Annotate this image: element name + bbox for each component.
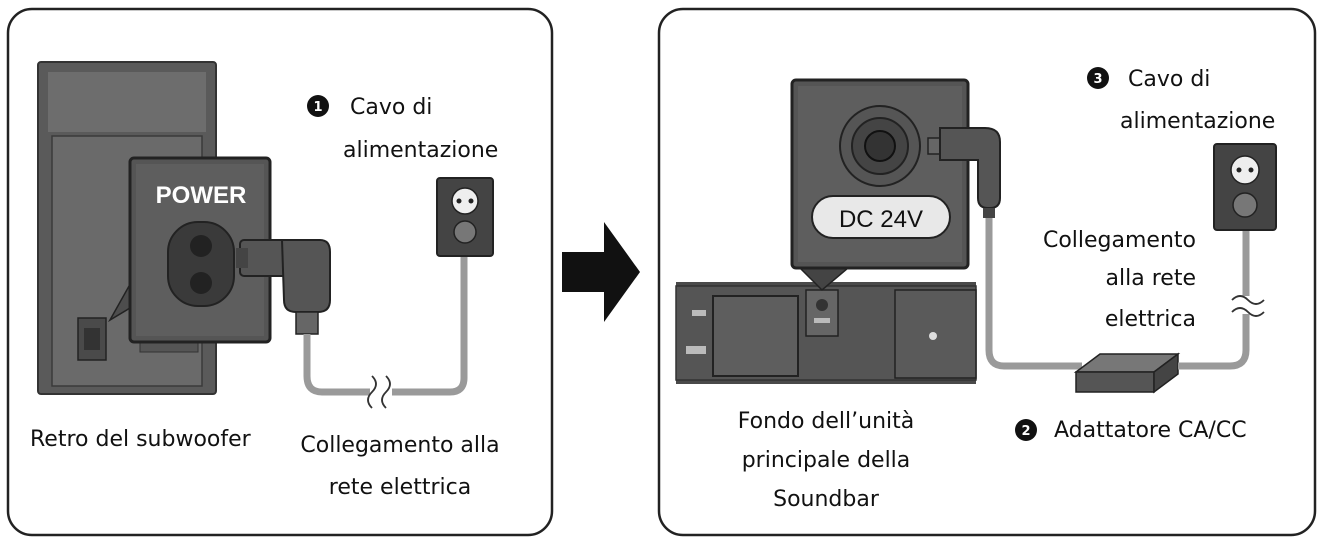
wall-outlet-right (1213, 143, 1277, 231)
dc-input-zoom: DC 24V (790, 78, 970, 270)
badge-1 (307, 95, 329, 117)
badge-1-number: 1 (313, 100, 322, 115)
callout-adapter-2: 2 Adattatore CA/CC (1015, 418, 1247, 443)
cable-break-mark-right (1231, 295, 1265, 317)
dc-24v-label: DC 24V (839, 206, 923, 233)
power-label: POWER (156, 182, 247, 209)
mains-label-line2: alla rete (1106, 266, 1196, 291)
callout-1-line1: Cavo di (350, 95, 432, 120)
power-inlet-zoom: POWER (128, 156, 272, 344)
callout-1-line2: alimentazione (343, 138, 498, 163)
callout-3-line1: Cavo di (1128, 67, 1210, 92)
angled-power-plug (236, 239, 331, 335)
wall-outlet-left (436, 177, 494, 257)
caption-mains-left-line2: rete elettrica (329, 475, 471, 500)
mains-label-line3: elettrica (1105, 307, 1196, 332)
soundbar-bottom (675, 267, 977, 384)
caption-subwoofer-back: Retro del subwoofer (30, 427, 252, 452)
caption-soundbar-line1: Fondo dell’unità (738, 409, 915, 434)
badge-3 (1087, 67, 1109, 89)
right-panel: DC 24V 3 Cavo (657, 7, 1317, 537)
mains-cable-right (1178, 228, 1250, 370)
left-panel: POWER 1 Cavo di alim (6, 7, 554, 537)
power-cable-left (303, 242, 468, 396)
cable-break-mark-left (367, 375, 391, 409)
caption-soundbar-line3: Soundbar (773, 487, 880, 512)
callout-2-text: Adattatore CA/CC (1054, 418, 1247, 443)
arrow-right-icon (562, 222, 640, 322)
callout-power-cable-1: 1 Cavo di alimentazione (307, 95, 498, 163)
caption-mains-left-line1: Collegamento alla (300, 433, 499, 458)
badge-3-number: 3 (1093, 72, 1102, 87)
dc-cable (985, 218, 1082, 370)
callout-3-line2: alimentazione (1120, 109, 1275, 134)
callout-power-cable-3: 3 Cavo di alimentazione (1087, 67, 1275, 134)
badge-2 (1015, 419, 1037, 441)
badge-2-number: 2 (1021, 424, 1030, 439)
ac-dc-adapter (1073, 352, 1181, 394)
dc-plug (927, 127, 1001, 218)
caption-soundbar-line2: principale della (742, 448, 911, 473)
mains-label-line1: Collegamento (1043, 228, 1196, 253)
